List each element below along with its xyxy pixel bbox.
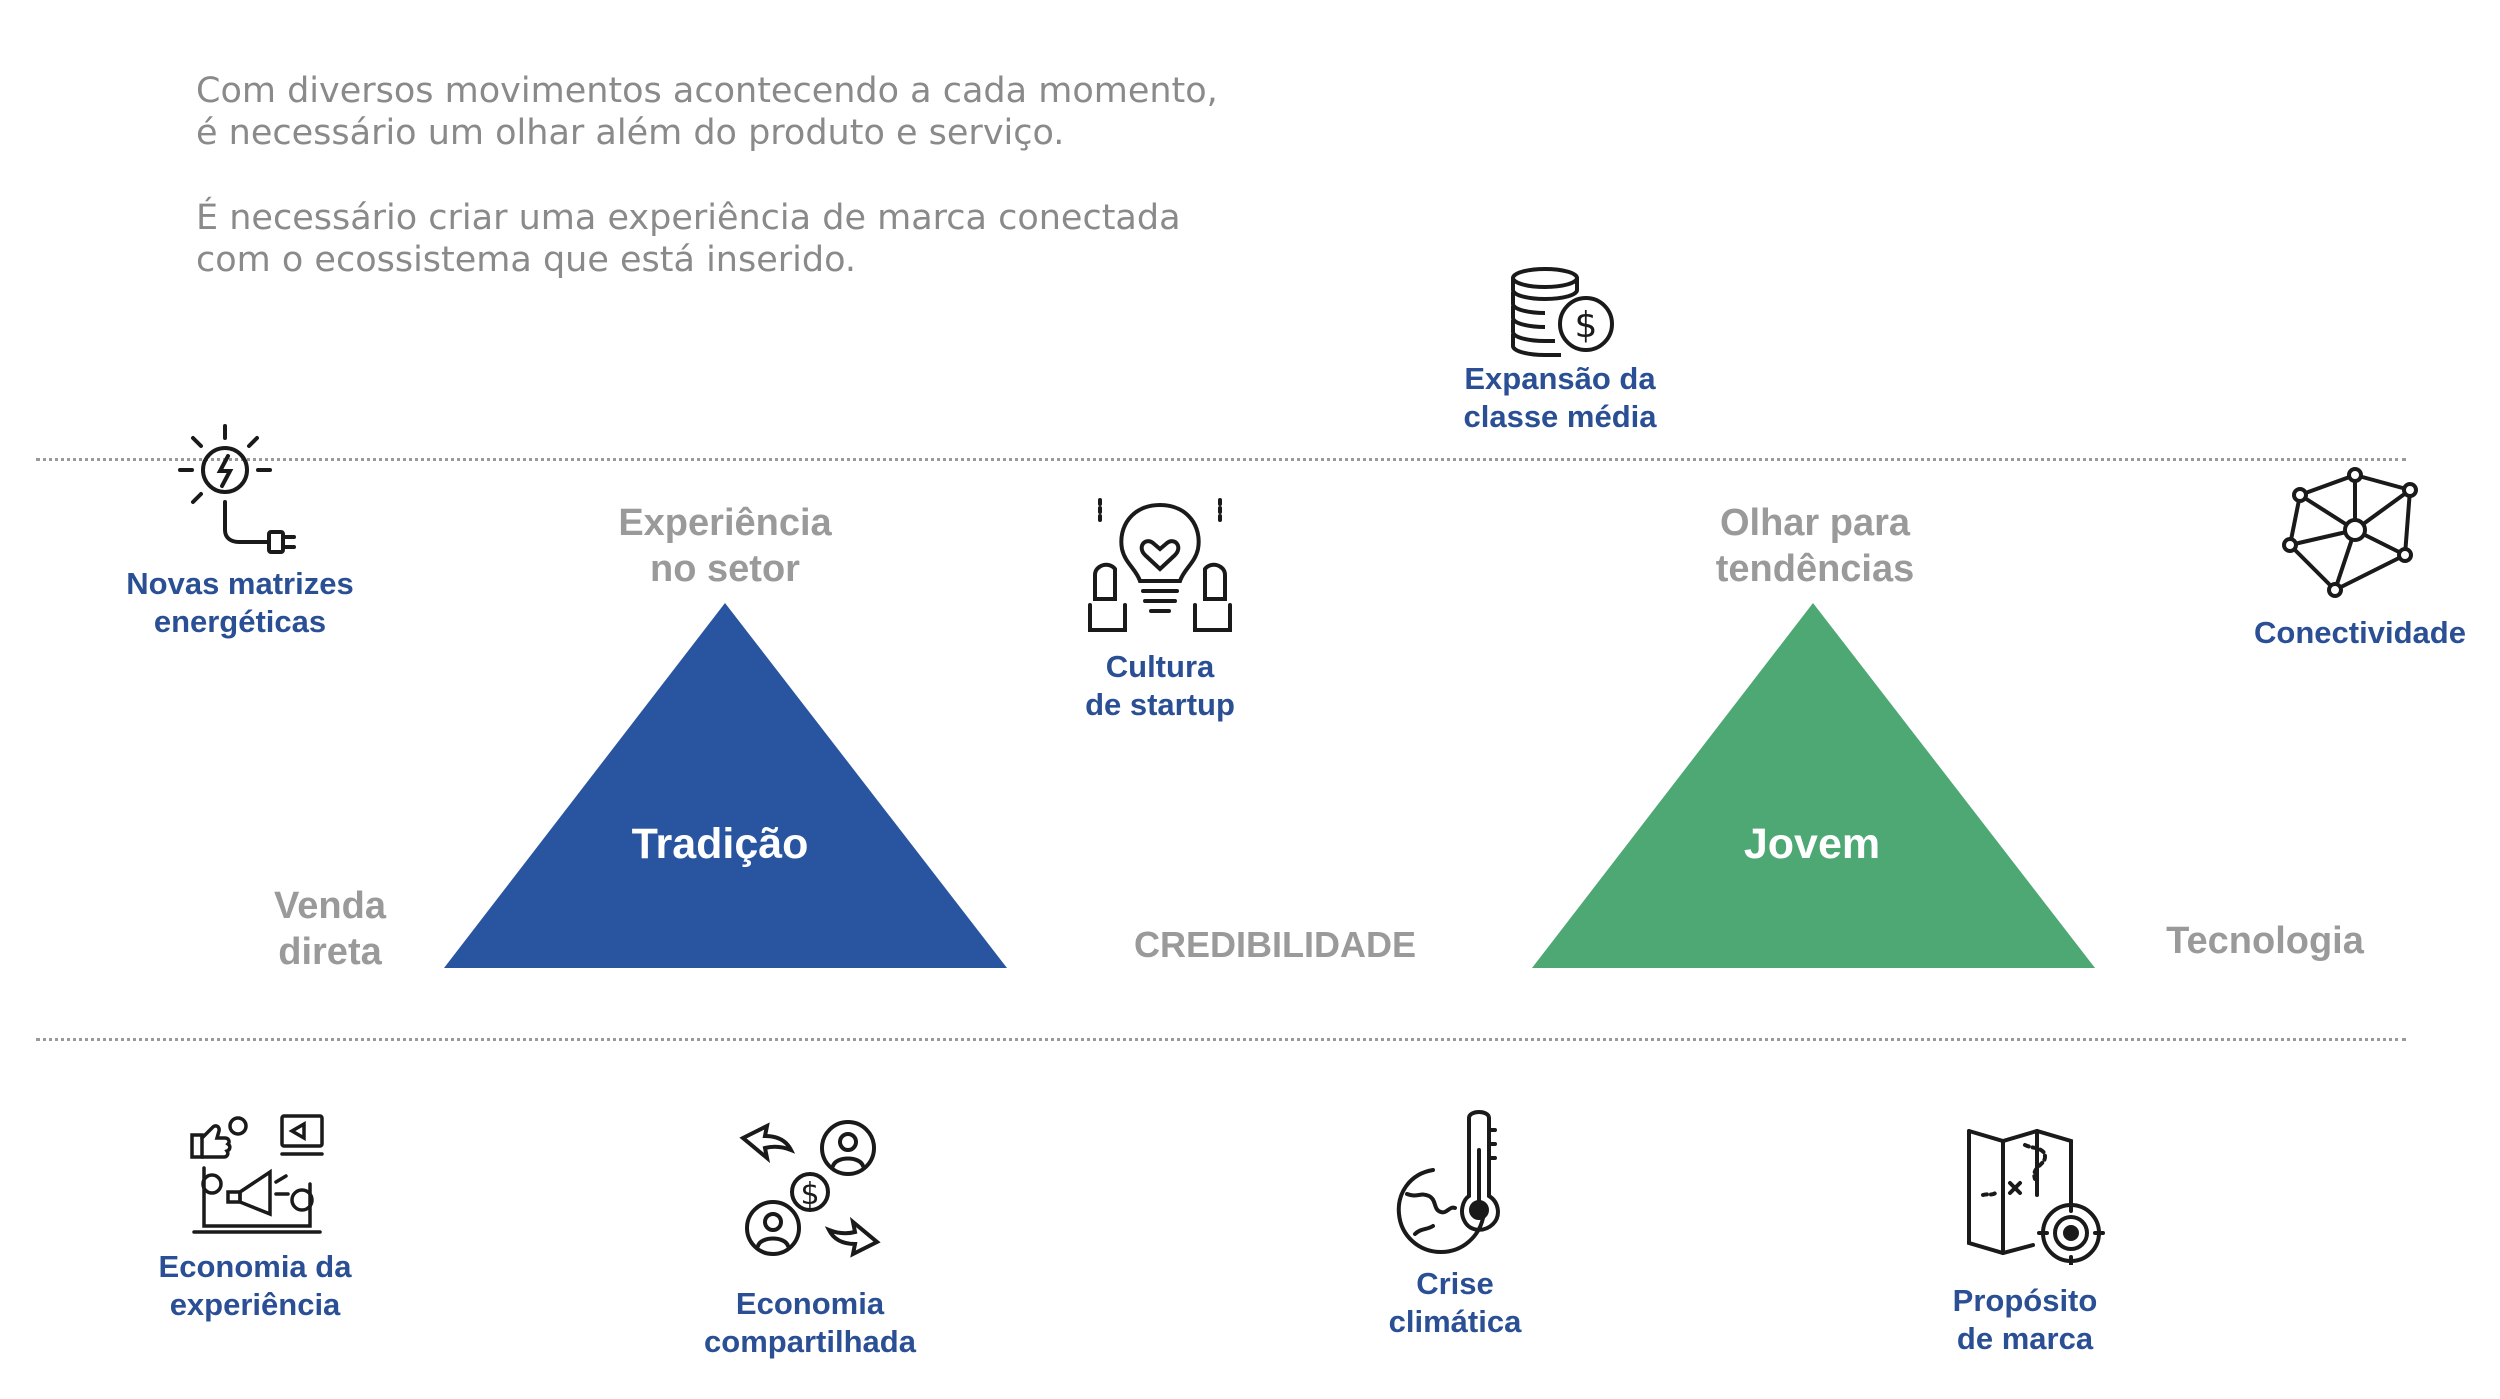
bottom-dotted-divider [36, 1038, 2406, 1041]
label-economia-compartilhada: Economia compartilhada [704, 1286, 916, 1359]
tradicao-center-label: Tradição [631, 820, 809, 868]
coins-dollar-icon: $ [1500, 262, 1630, 362]
people-exchange-icon: $ [735, 1120, 885, 1260]
svg-text:$: $ [800, 1177, 819, 1212]
credibilidade-label: CREDIBILIDADE [1133, 924, 1416, 965]
network-icon [2280, 465, 2425, 600]
intro-text: Com diversos movimentos acontecendo a ca… [196, 70, 1346, 324]
svg-text:$: $ [1575, 305, 1598, 346]
label-economia-experiencia: Economia da experiência [158, 1249, 352, 1322]
label-conectividade: Conectividade [2254, 615, 2466, 650]
jovem-center-label: Jovem [1743, 820, 1881, 868]
tradicao-top-label: Experiência no setor [618, 502, 832, 590]
intro-paragraph-2: É necessário criar uma experiência de ma… [196, 198, 1181, 280]
map-target-icon [1965, 1125, 2110, 1265]
globe-thermometer-icon [1395, 1110, 1515, 1255]
puzzle-lightbulb-icon [1085, 495, 1235, 635]
label-novas-matrizes: Novas matrizes energéticas [126, 566, 354, 639]
sun-plug-icon [170, 420, 305, 555]
label-proposito: Propósito de marca [1952, 1283, 2098, 1356]
label-expansao: Expansão da classe média [1463, 361, 1657, 434]
jovem-triangle [1532, 603, 2095, 968]
jovem-top-label: Olhar para tendências [1715, 502, 1915, 590]
laptop-megaphone-icon [190, 1110, 325, 1240]
tradicao-left-label: Venda direta [274, 885, 386, 973]
label-cultura: Cultura de startup [1085, 649, 1235, 722]
label-crise: Crise climática [1388, 1266, 1522, 1339]
top-dotted-divider [36, 458, 2406, 461]
tradicao-triangle [444, 603, 1007, 968]
intro-paragraph-1: Com diversos movimentos acontecendo a ca… [196, 71, 1218, 153]
jovem-right-label: Tecnologia [2166, 920, 2364, 962]
